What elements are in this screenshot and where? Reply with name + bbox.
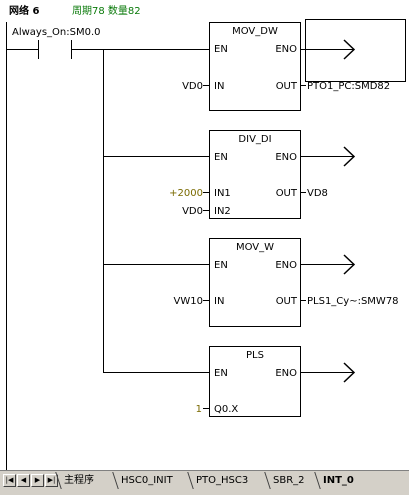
tab-pto-hsc3[interactable]: PTO_HSC3 <box>196 472 248 489</box>
ladder-diagram: 网络 6 周期78 数量82 Always_On:SM0.0 MOV_DW EN… <box>6 4 406 470</box>
eno-arrow-icon <box>343 362 356 383</box>
pin-en: EN <box>214 152 228 163</box>
operand-in[interactable]: VD0 <box>182 81 203 92</box>
network-title: 网络 6 <box>9 4 39 17</box>
operand-out[interactable]: VD8 <box>307 188 328 199</box>
pin-in1: IN1 <box>214 188 231 199</box>
pin-eno: ENO <box>275 368 297 379</box>
prev-icon[interactable]: ◀ <box>17 474 30 487</box>
tab-sbr-2[interactable]: SBR_2 <box>273 472 305 489</box>
tab-bar: |◀ ◀ ▶ ▶| 主程序 HSC0_INIT PTO_HSC3 SBR_2 I… <box>0 470 409 495</box>
mov-dw-block[interactable]: MOV_DW EN ENO IN OUT <box>209 22 301 111</box>
selection-box <box>305 19 406 82</box>
div-di-block[interactable]: DIV_DI EN ENO IN1 IN2 OUT <box>209 130 301 219</box>
mov-w-block[interactable]: MOV_W EN ENO IN OUT <box>209 238 301 327</box>
pin-eno: ENO <box>275 152 297 163</box>
tab-int-0[interactable]: INT_0 <box>323 472 354 489</box>
pin-en: EN <box>214 44 228 55</box>
pin-out: OUT <box>276 188 298 199</box>
tab-hsc0-init[interactable]: HSC0_INIT <box>121 472 173 489</box>
pin-out: OUT <box>276 81 298 92</box>
operand-in2[interactable]: VD0 <box>182 206 203 217</box>
operand-out[interactable]: PLS1_Cy~:SMW78 <box>307 296 399 307</box>
eno-arrow-icon <box>343 146 356 167</box>
next-icon[interactable]: ▶ <box>31 474 44 487</box>
normally-open-contact[interactable] <box>6 40 209 59</box>
tab-main[interactable]: 主程序 <box>64 472 94 489</box>
operand-q0x[interactable]: 1 <box>196 404 202 415</box>
pin-eno: ENO <box>275 44 297 55</box>
pin-en: EN <box>214 368 228 379</box>
pin-in: IN <box>214 81 224 92</box>
operand-in1[interactable]: +2000 <box>169 188 203 199</box>
operand-in[interactable]: VW10 <box>174 296 203 307</box>
block-name: PLS <box>246 350 264 361</box>
network-comment: 周期78 数量82 <box>72 4 141 17</box>
pin-in: IN <box>214 296 224 307</box>
operand-out[interactable]: PTO1_PC:SMD82 <box>307 81 390 92</box>
pin-q0x: Q0.X <box>214 404 238 415</box>
contact-label: Always_On:SM0.0 <box>12 27 101 38</box>
eno-arrow-icon <box>343 39 356 60</box>
block-name: MOV_W <box>236 242 274 253</box>
block-name: DIV_DI <box>238 134 271 145</box>
pin-out: OUT <box>276 296 298 307</box>
pin-in2: IN2 <box>214 206 231 217</box>
first-icon[interactable]: |◀ <box>3 474 16 487</box>
pin-eno: ENO <box>275 260 297 271</box>
block-name: MOV_DW <box>232 26 278 37</box>
eno-arrow-icon <box>343 254 356 275</box>
pin-en: EN <box>214 260 228 271</box>
pls-block[interactable]: PLS EN ENO Q0.X <box>209 346 301 417</box>
